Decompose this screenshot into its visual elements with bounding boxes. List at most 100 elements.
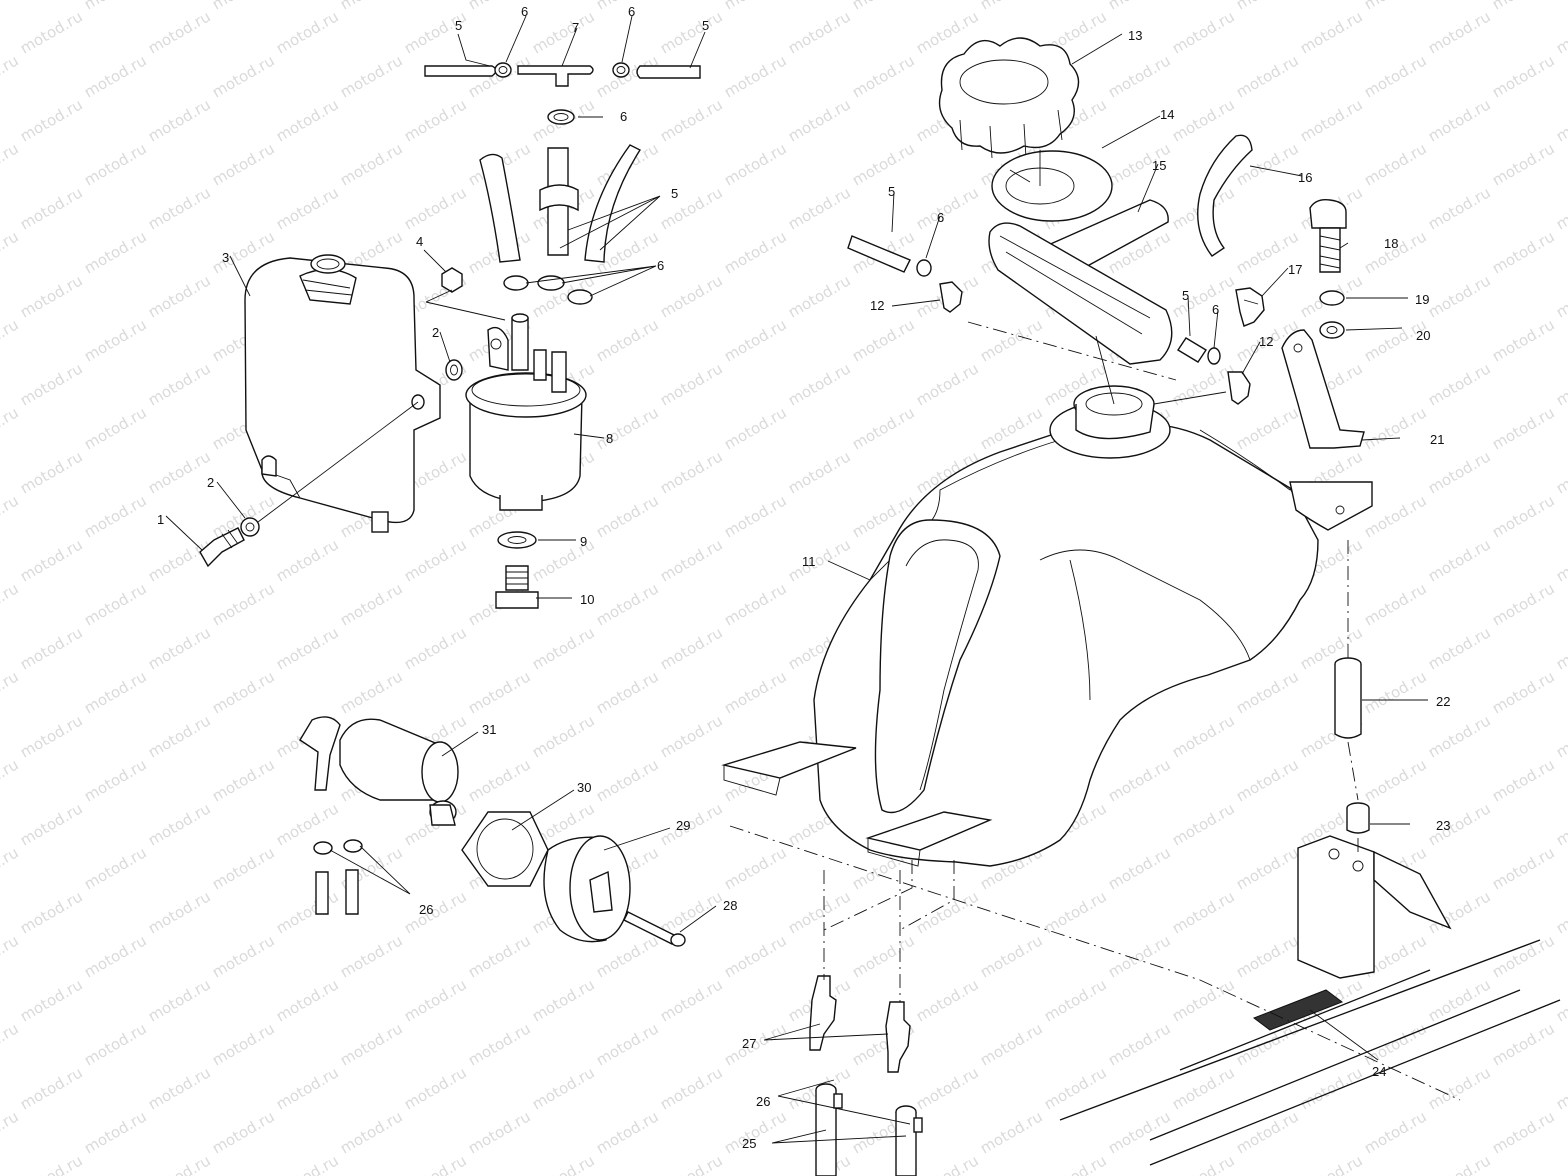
callout-12: 12	[1259, 334, 1273, 349]
watermark-text: motod.ru	[977, 1107, 1046, 1157]
watermark-text: motod.ru	[657, 183, 726, 233]
watermark-text: motod.ru	[849, 403, 918, 453]
watermark-text: motod.ru	[1425, 975, 1494, 1025]
watermark-text: motod.ru	[273, 95, 342, 145]
watermark-text: motod.ru	[977, 1019, 1046, 1069]
watermark-text: motod.ru	[593, 491, 662, 541]
watermark-text: motod.ru	[1489, 1019, 1558, 1069]
watermark-text: motod.ru	[145, 623, 214, 673]
watermark-text: motod.ru	[1361, 0, 1430, 13]
callout-10: 10	[580, 592, 594, 607]
watermark-text: motod.ru	[0, 1019, 22, 1069]
watermark-text: motod.ru	[657, 887, 726, 937]
hose-16	[1197, 134, 1253, 257]
watermark-text: motod.ru	[721, 227, 790, 277]
watermark-text: motod.ru	[657, 447, 726, 497]
watermark-text: motod.ru	[145, 975, 214, 1025]
watermark-text: motod.ru	[1233, 755, 1302, 805]
callout-5: 5	[671, 186, 678, 201]
watermark-text: motod.ru	[1233, 843, 1302, 893]
watermark-text: motod.ru	[145, 1063, 214, 1113]
watermark-text: motod.ru	[1425, 447, 1494, 497]
watermark-text: motod.ru	[1553, 271, 1568, 321]
watermark-text: motod.ru	[593, 579, 662, 629]
watermark-text: motod.ru	[17, 1063, 86, 1113]
watermark-text: motod.ru	[657, 623, 726, 673]
watermark-text: motod.ru	[0, 491, 22, 541]
watermark-text: motod.ru	[657, 7, 726, 57]
watermark-text: motod.ru	[1425, 623, 1494, 673]
watermark-text: motod.ru	[657, 359, 726, 409]
watermark-text: motod.ru	[785, 447, 854, 497]
vent-hose-5	[847, 235, 963, 313]
watermark-text: motod.ru	[209, 0, 278, 13]
watermark-text: motod.ru	[1169, 711, 1238, 761]
watermark-text: motod.ru	[1297, 1063, 1366, 1113]
watermark-text: motod.ru	[17, 447, 86, 497]
watermark-text: motod.ru	[1425, 183, 1494, 233]
watermark-text: motod.ru	[1169, 1063, 1238, 1113]
watermark-text: motod.ru	[1105, 1107, 1174, 1157]
callout-6: 6	[1212, 302, 1219, 317]
watermark-text: motod.ru	[81, 579, 150, 629]
watermark-text: motod.ru	[1425, 271, 1494, 321]
watermark-text: motod.ru	[401, 1063, 470, 1113]
bolt-18	[1309, 198, 1347, 339]
watermark-text: motod.ru	[145, 271, 214, 321]
watermark-text: motod.ru	[1169, 799, 1238, 849]
watermark-text: motod.ru	[913, 887, 982, 937]
watermark-text: motod.ru	[0, 0, 22, 13]
callout-2: 2	[432, 325, 439, 340]
watermark-text: motod.ru	[401, 1151, 470, 1176]
watermark-text: motod.ru	[1361, 1107, 1430, 1157]
watermark-text: motod.ru	[1105, 755, 1174, 805]
watermark-text: motod.ru	[209, 843, 278, 893]
callout-31: 31	[482, 722, 496, 737]
watermark-text: motod.ru	[1425, 1151, 1494, 1176]
hoses-25	[815, 1083, 923, 1176]
watermark-text: motod.ru	[17, 887, 86, 937]
callout-15: 15	[1152, 158, 1166, 173]
watermark-text: motod.ru	[1553, 359, 1568, 409]
watermark-text: motod.ru	[1361, 755, 1430, 805]
watermark-text: motod.ru	[529, 7, 598, 57]
watermark-text: motod.ru	[1553, 711, 1568, 761]
watermark-text: motod.ru	[1361, 1019, 1430, 1069]
watermark-text: motod.ru	[1297, 95, 1366, 145]
watermark-text: motod.ru	[0, 51, 22, 101]
watermark-text: motod.ru	[1489, 667, 1558, 717]
callout-5: 5	[888, 184, 895, 199]
foam-pad-15	[988, 199, 1173, 365]
watermark-text: motod.ru	[0, 579, 22, 629]
watermark-text: motod.ru	[1233, 931, 1302, 981]
callout-4: 4	[416, 234, 423, 249]
watermark-text: motod.ru	[17, 183, 86, 233]
watermark-text: motod.ru	[977, 0, 1046, 13]
callout-6: 6	[628, 4, 635, 19]
watermark-text: motod.ru	[1489, 315, 1558, 365]
watermark-text: motod.ru	[0, 315, 22, 365]
watermark-text: motod.ru	[1361, 667, 1430, 717]
watermark-text: motod.ru	[1297, 7, 1366, 57]
watermark-text: motod.ru	[529, 535, 598, 585]
watermark-text: motod.ru	[465, 755, 534, 805]
callout-17: 17	[1288, 262, 1302, 277]
watermark-text: motod.ru	[17, 975, 86, 1025]
watermark-text: motod.ru	[1489, 51, 1558, 101]
watermark-text: motod.ru	[1297, 1151, 1366, 1176]
callout-14: 14	[1160, 107, 1174, 122]
watermark-text: motod.ru	[145, 711, 214, 761]
watermark-text: motod.ru	[465, 1019, 534, 1069]
watermark-text: motod.ru	[209, 579, 278, 629]
watermark-text: motod.ru	[657, 711, 726, 761]
watermark-text: motod.ru	[1169, 7, 1238, 57]
callout-labels: 1 2 2 3 4 5 5 5 5 5 6 6 6 6 6 6 7 8 9 10…	[157, 4, 1450, 1151]
watermark-text: motod.ru	[337, 1107, 406, 1157]
watermark-text: motod.ru	[17, 799, 86, 849]
watermark-text: motod.ru	[785, 183, 854, 233]
watermark-text: motod.ru	[849, 51, 918, 101]
callout-6: 6	[521, 4, 528, 19]
watermark-text: motod.ru	[0, 139, 22, 189]
watermark-text: motod.ru	[1553, 975, 1568, 1025]
